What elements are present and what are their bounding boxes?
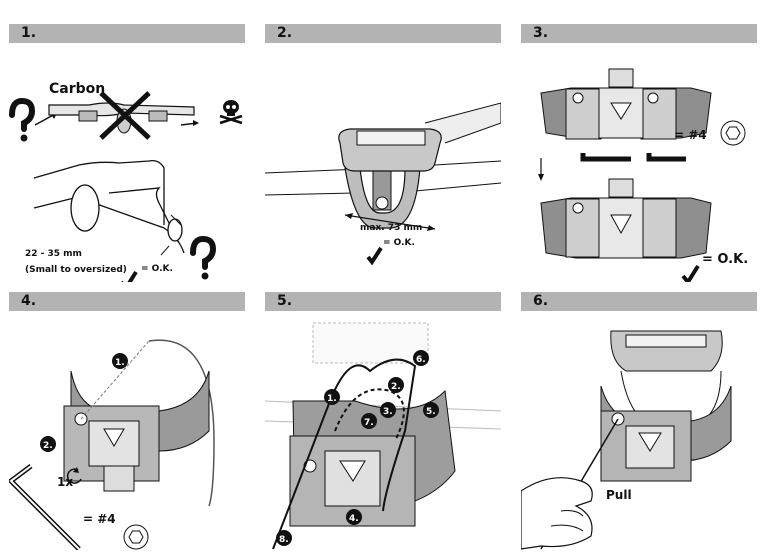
step-5-illustration: 1. 2. 3. 4. 5. 6. 7. 8. xyxy=(264,311,502,550)
svg-text:6.: 6. xyxy=(416,355,426,365)
question-mark-icon xyxy=(190,235,217,280)
carbon-label: Carbon xyxy=(49,81,105,97)
mount-before xyxy=(540,68,712,140)
svg-text:2.: 2. xyxy=(391,382,401,392)
rotate-icon xyxy=(66,467,82,484)
step-3-illustration xyxy=(521,43,757,286)
step-1-header: 1. xyxy=(9,24,245,43)
step-3-header: 3. xyxy=(521,24,757,43)
size-note-label: (Small to oversized) xyxy=(25,265,127,275)
step-6-header: 6. xyxy=(521,292,757,311)
svg-text:3.: 3. xyxy=(383,407,393,417)
step-4-header: 4. xyxy=(9,292,245,311)
step-2-illustration xyxy=(264,43,502,282)
step-number: 4. xyxy=(21,293,37,309)
hex-key-icon xyxy=(720,120,746,146)
step-number: 5. xyxy=(277,293,293,309)
check-mark-icon xyxy=(681,264,700,286)
pull-label: Pull xyxy=(606,488,632,502)
hex-key-icon xyxy=(123,524,149,550)
max-width-label: max. 73 mm xyxy=(360,223,423,233)
svg-text:1.: 1. xyxy=(327,394,337,404)
once-label: 1x xyxy=(57,475,74,489)
hex-size-label: = #4 xyxy=(674,128,707,142)
step-number: 2. xyxy=(277,25,293,41)
step-2-header: 2. xyxy=(265,24,501,43)
svg-text:4.: 4. xyxy=(349,514,359,524)
step-2-panel: 2. max. 73 mm = O.K. xyxy=(264,24,502,282)
mount-after xyxy=(540,178,712,259)
step-5-header: 5. xyxy=(265,292,501,311)
svg-text:1.: 1. xyxy=(115,358,125,368)
step-4-panel: 4. 1. 2. xyxy=(7,292,245,551)
size-range-label: 22 - 35 mm xyxy=(25,249,82,259)
step-6-illustration xyxy=(520,311,757,550)
step-number: 6. xyxy=(533,293,549,309)
question-mark-icon xyxy=(9,97,36,142)
ok-label: = O.K. xyxy=(141,264,173,274)
ok-label: = O.K. xyxy=(702,252,749,267)
svg-text:2.: 2. xyxy=(43,441,53,451)
step-1-panel: 1. Carbon xyxy=(9,24,245,292)
svg-text:5.: 5. xyxy=(426,407,436,417)
step-1-illustration: Carbon xyxy=(9,43,245,292)
step-number: 1. xyxy=(21,25,37,41)
skull-icon xyxy=(219,100,243,125)
svg-text:8.: 8. xyxy=(279,535,289,545)
ok-label: = O.K. xyxy=(383,238,415,248)
step-6-panel: 6. Pull xyxy=(520,292,757,550)
step-3-panel: 3. xyxy=(521,24,757,286)
svg-text:7.: 7. xyxy=(364,418,374,428)
step-5-panel: 5. 1. 2. 3. 4. 5. 6. 7. 8. xyxy=(264,292,502,550)
step-4-illustration: 1. 2. xyxy=(7,311,245,551)
step-number: 3. xyxy=(533,25,549,41)
check-mark-icon xyxy=(366,246,383,266)
hex-size-label: = #4 xyxy=(83,512,116,526)
